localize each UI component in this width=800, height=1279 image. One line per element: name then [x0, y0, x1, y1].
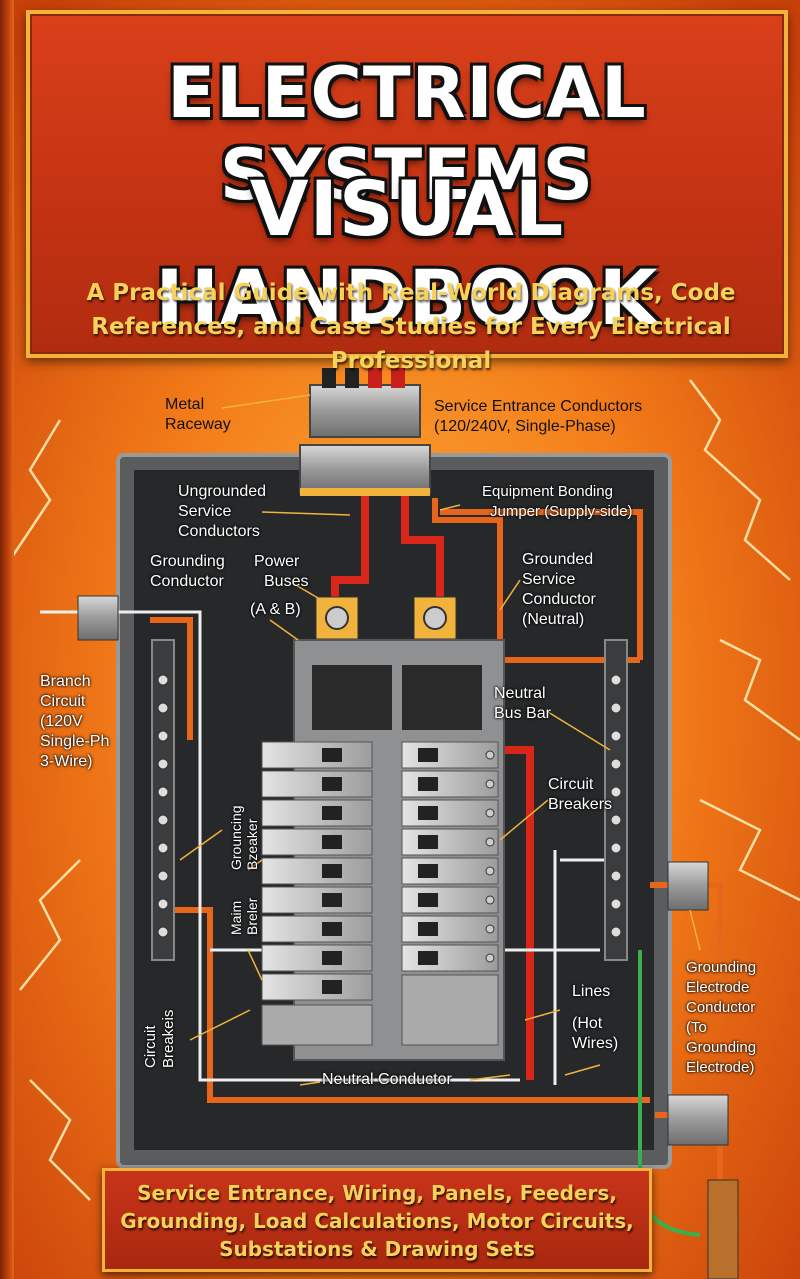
- label-text: Raceway: [165, 416, 231, 433]
- label-text: Single-Ph: [40, 733, 110, 750]
- label-text: Breakers: [548, 796, 613, 813]
- label-text: Breler: [244, 897, 260, 935]
- label-text: Branch: [40, 673, 91, 690]
- label-text: Grouncing: [228, 805, 244, 870]
- label-text: Grounding: [686, 959, 757, 976]
- breaker-module: [401, 915, 499, 943]
- breaker-module: [261, 944, 373, 972]
- topics-line-3: Substations & Drawing Sets: [219, 1237, 535, 1261]
- title-banner: ELECTRICAL SYSTEMS VISUAL HANDBOOK A Pra…: [26, 10, 788, 374]
- label-text: Service Entrance Conductors: [434, 398, 643, 415]
- label-text: (A & B): [250, 601, 301, 618]
- topics-banner: Service Entrance, Wiring, Panels, Feeder…: [102, 1168, 652, 1272]
- label-text: Ungrounded: [178, 483, 267, 500]
- breaker-module: [261, 741, 373, 769]
- label-circuit-breakers: Circuit Breakers: [548, 775, 612, 815]
- label-text: Neutral: [494, 685, 546, 702]
- label-neutral-bus-bar: Neutral Bus Bar: [494, 684, 551, 724]
- breaker-module: [401, 857, 499, 885]
- breaker-module: [261, 857, 373, 885]
- label-text: Circuit: [548, 776, 594, 793]
- label-text: Grounding: [150, 553, 225, 570]
- label-text: Metal: [165, 396, 205, 413]
- title-line-2: VISUAL HANDBOOK: [155, 164, 659, 342]
- label-text: Grounding: [686, 1039, 757, 1056]
- label-branch-circuit: Branch Circuit (120V Single-Ph 3-Wire): [40, 672, 109, 772]
- label-text: Conductor: [686, 999, 756, 1016]
- breaker-module: [401, 799, 499, 827]
- breaker-module: [401, 944, 499, 972]
- label-text: Conductor: [150, 573, 224, 590]
- label-grounded-conductor: Grounded Service Conductor (Neutral): [522, 550, 596, 630]
- breaker-module: [401, 741, 499, 769]
- label-text: Circuit: [40, 693, 86, 710]
- label-text: Conductor: [522, 591, 596, 608]
- label-text: Bzeaker: [244, 818, 260, 870]
- topics-text: Service Entrance, Wiring, Panels, Feeder…: [105, 1179, 649, 1263]
- label-text: Wires): [572, 1035, 619, 1052]
- label-maim-breler: Maim Breler: [228, 898, 260, 935]
- label-lines-hot-wires: Lines (Hot Wires): [572, 982, 618, 1054]
- breaker-module: [261, 886, 373, 914]
- label-text: Electrode: [686, 979, 750, 996]
- label-text: Lines: [572, 983, 611, 1000]
- subtitle: A Practical Guide with Real-World Diagra…: [50, 276, 772, 378]
- label-text: (120V: [40, 713, 83, 730]
- label-text: (120/240V, Single-Phase): [434, 418, 616, 435]
- label-neutral-conductor: Neutral Conductor: [322, 1071, 452, 1088]
- topics-line-2: Grounding, Load Calculations, Motor Circ…: [120, 1209, 634, 1233]
- label-service-entrance: Service Entrance Conductors (120/240V, S…: [434, 397, 642, 437]
- label-text: Bus Bar: [494, 705, 551, 722]
- label-grounding-conductor: Grounding Conductor: [150, 552, 225, 592]
- breaker-module: [261, 770, 373, 798]
- label-text: Service: [522, 571, 576, 588]
- label-grouncing-bzeaker: Grouncing Bzeaker: [228, 805, 260, 870]
- label-text: Service: [178, 503, 232, 520]
- label-text: Jumper (Supply-side): [490, 503, 633, 520]
- book-spine: [0, 0, 14, 1279]
- label-text: 3-Wire): [40, 753, 93, 770]
- label-text: Grounded: [522, 551, 594, 568]
- breaker-module: [261, 973, 373, 1001]
- breaker-module: [261, 799, 373, 827]
- breaker-module: [401, 886, 499, 914]
- label-bonding-jumper: Equipment Bonding Jumper (Supply-side): [482, 482, 633, 522]
- label-circuit-breakeis: Circuit Breakeis: [142, 1010, 178, 1068]
- label-text: Breakeis: [160, 1009, 177, 1068]
- subtitle-line-1: A Practical Guide with Real-World Diagra…: [86, 280, 736, 306]
- breaker-module: [261, 915, 373, 943]
- label-text: (Neutral): [522, 611, 585, 628]
- title-line-1: ELECTRICAL SYSTEMS: [167, 52, 647, 216]
- label-text: Conductors: [178, 523, 260, 540]
- breaker-module: [401, 770, 499, 798]
- label-power-buses: Power Buses (A & B): [250, 552, 308, 620]
- topics-line-1: Service Entrance, Wiring, Panels, Feeder…: [137, 1181, 617, 1205]
- label-text: Electrode): [686, 1059, 755, 1076]
- label-ungrounded-conductors: Ungrounded Service Conductors: [178, 482, 266, 542]
- subtitle-line-2: References, and Case Studies for Every E…: [91, 314, 731, 374]
- label-text: Equipment Bonding: [482, 483, 613, 500]
- label-metal-raceway: Metal Raceway: [165, 395, 231, 435]
- label-text: Buses: [264, 573, 309, 590]
- label-text: (Hot: [572, 1015, 603, 1032]
- breaker-module: [261, 828, 373, 856]
- breaker-module: [401, 828, 499, 856]
- label-text: (To: [686, 1019, 707, 1036]
- label-text: Circuit: [142, 1025, 159, 1068]
- label-grounding-electrode-conductor: Grounding Electrode Conductor (To Ground…: [686, 958, 756, 1078]
- label-text: Power: [254, 553, 300, 570]
- label-text: Maim: [228, 900, 244, 935]
